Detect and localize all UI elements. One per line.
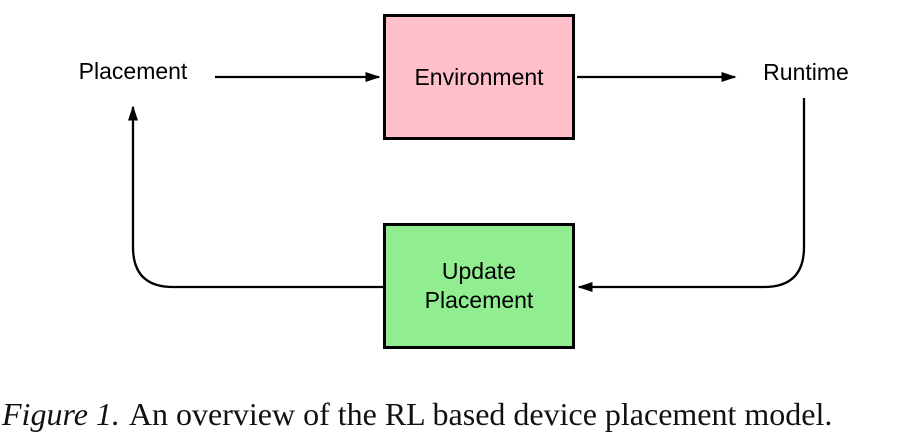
figure-caption: Figure 1.An overview of the RL based dev… [2, 396, 919, 433]
figure-caption-text: An overview of the RL based device place… [128, 396, 833, 432]
environment-node: Environment [383, 14, 575, 140]
runtime-label: Runtime [763, 59, 849, 85]
update-placement-node-label: Update Placement [424, 258, 534, 313]
edge-update-placement-to-placement-arrow [128, 105, 383, 289]
placement-label: Placement [78, 58, 188, 84]
environment-node-label: Environment [414, 63, 544, 90]
edge-runtime-to-update-placement-arrow [577, 98, 806, 292]
update-placement-node: Update Placement [383, 223, 575, 349]
figure-caption-number: Figure 1. [2, 396, 120, 432]
